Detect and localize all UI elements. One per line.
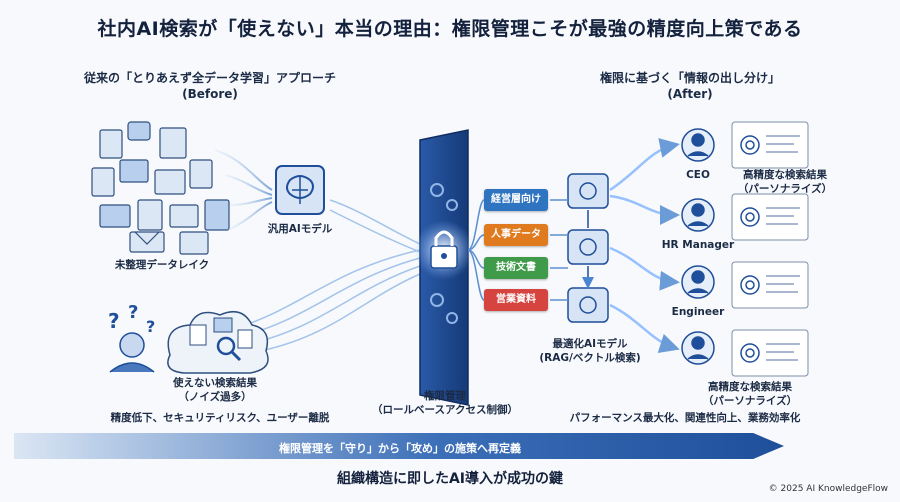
noise-cloud-icon — [167, 310, 269, 374]
optimized-model-line2: (RAG/ベクトル検索) — [539, 352, 641, 364]
copyright: © 2025 AI KnowledgeFlow — [768, 484, 888, 494]
role-label-engineer: Engineer — [671, 306, 725, 318]
category-executive: 経営層向け — [484, 189, 548, 211]
before-heading: 従来の「とりあえず全データ学習」アプローチ (Before) — [60, 70, 360, 102]
after-benefits: パフォーマンス最大化、関連性向上、業務効率化 — [569, 412, 801, 424]
generic-model-label: 汎用AIモデル — [267, 223, 333, 235]
result-label-bottom-line1: 高精度な検索結果 — [708, 381, 792, 393]
role-label-ceo: CEO — [686, 169, 710, 181]
generic-ai-model-icon — [275, 165, 325, 215]
after-heading-line2: (After) — [667, 87, 713, 101]
svg-text:?: ? — [146, 317, 155, 336]
optimized-model-nodes — [567, 173, 609, 323]
category-model-lines — [550, 199, 568, 301]
optimized-model-label: 最適化AIモデル (RAG/ベクトル検索) — [530, 337, 650, 365]
category-hr: 人事データ — [484, 224, 548, 246]
useless-results-label: 使えない検索結果 （ノイズ過多） — [150, 376, 280, 404]
result-label-top-line1: 高精度な検索結果 — [743, 169, 827, 181]
useless-results-line2: （ノイズ過多） — [178, 391, 252, 403]
frustrated-user-icon: ? ? ? — [108, 302, 155, 373]
page-title: 社内AI検索が「使えない」本当の理由：権限管理こそが最強の精度向上策である — [97, 18, 803, 40]
rbac-gate — [414, 129, 474, 406]
role-label-hr-manager: HR Manager — [661, 239, 735, 251]
result-screens — [731, 121, 809, 377]
before-issues: 精度低下、セキュリティリスク、ユーザー離脱 — [110, 412, 330, 424]
banner-text: 権限管理を「守り」から「攻め」の施策へ再定義 — [279, 442, 521, 455]
data-lake-icons — [91, 121, 230, 255]
footer-tagline: 組織構造に即したAI導入が成功の鍵 — [336, 471, 564, 487]
result-label-bottom: 高精度な検索結果 （パーソナライズ） — [690, 380, 810, 408]
svg-text:?: ? — [108, 309, 120, 333]
useless-results-line1: 使えない検索結果 — [173, 377, 257, 389]
before-heading-line1: 従来の「とりあえず全データ学習」アプローチ — [83, 71, 336, 85]
optimized-model-line1: 最適化AIモデル — [552, 338, 628, 350]
category-sales: 営業資料 — [484, 289, 548, 311]
gate-label: 権限管理 （ロールベースアクセス制御） — [370, 389, 520, 417]
result-label-top: 高精度な検索結果 （パーソナライズ） — [730, 168, 840, 196]
gate-label-line1: 権限管理 — [424, 390, 466, 402]
before-heading-line2: (Before) — [182, 87, 238, 101]
gate-output-lines — [467, 199, 485, 301]
before-flow-lines — [214, 149, 273, 231]
banner-arrow — [14, 433, 784, 459]
data-lake-label: 未整理データレイク — [114, 259, 210, 271]
role-avatars — [681, 128, 715, 365]
after-heading-line1: 権限に基づく「情報の出し分け」 — [599, 71, 780, 85]
result-label-top-line2: （パーソナライズ） — [737, 183, 833, 195]
after-heading: 権限に基づく「情報の出し分け」 (After) — [530, 70, 850, 102]
svg-text:?: ? — [128, 302, 138, 323]
gate-label-line2: （ロールベースアクセス制御） — [372, 404, 518, 416]
output-beams — [609, 138, 680, 353]
result-label-bottom-line2: （パーソナライズ） — [702, 395, 798, 407]
category-tech: 技術文書 — [484, 257, 548, 279]
